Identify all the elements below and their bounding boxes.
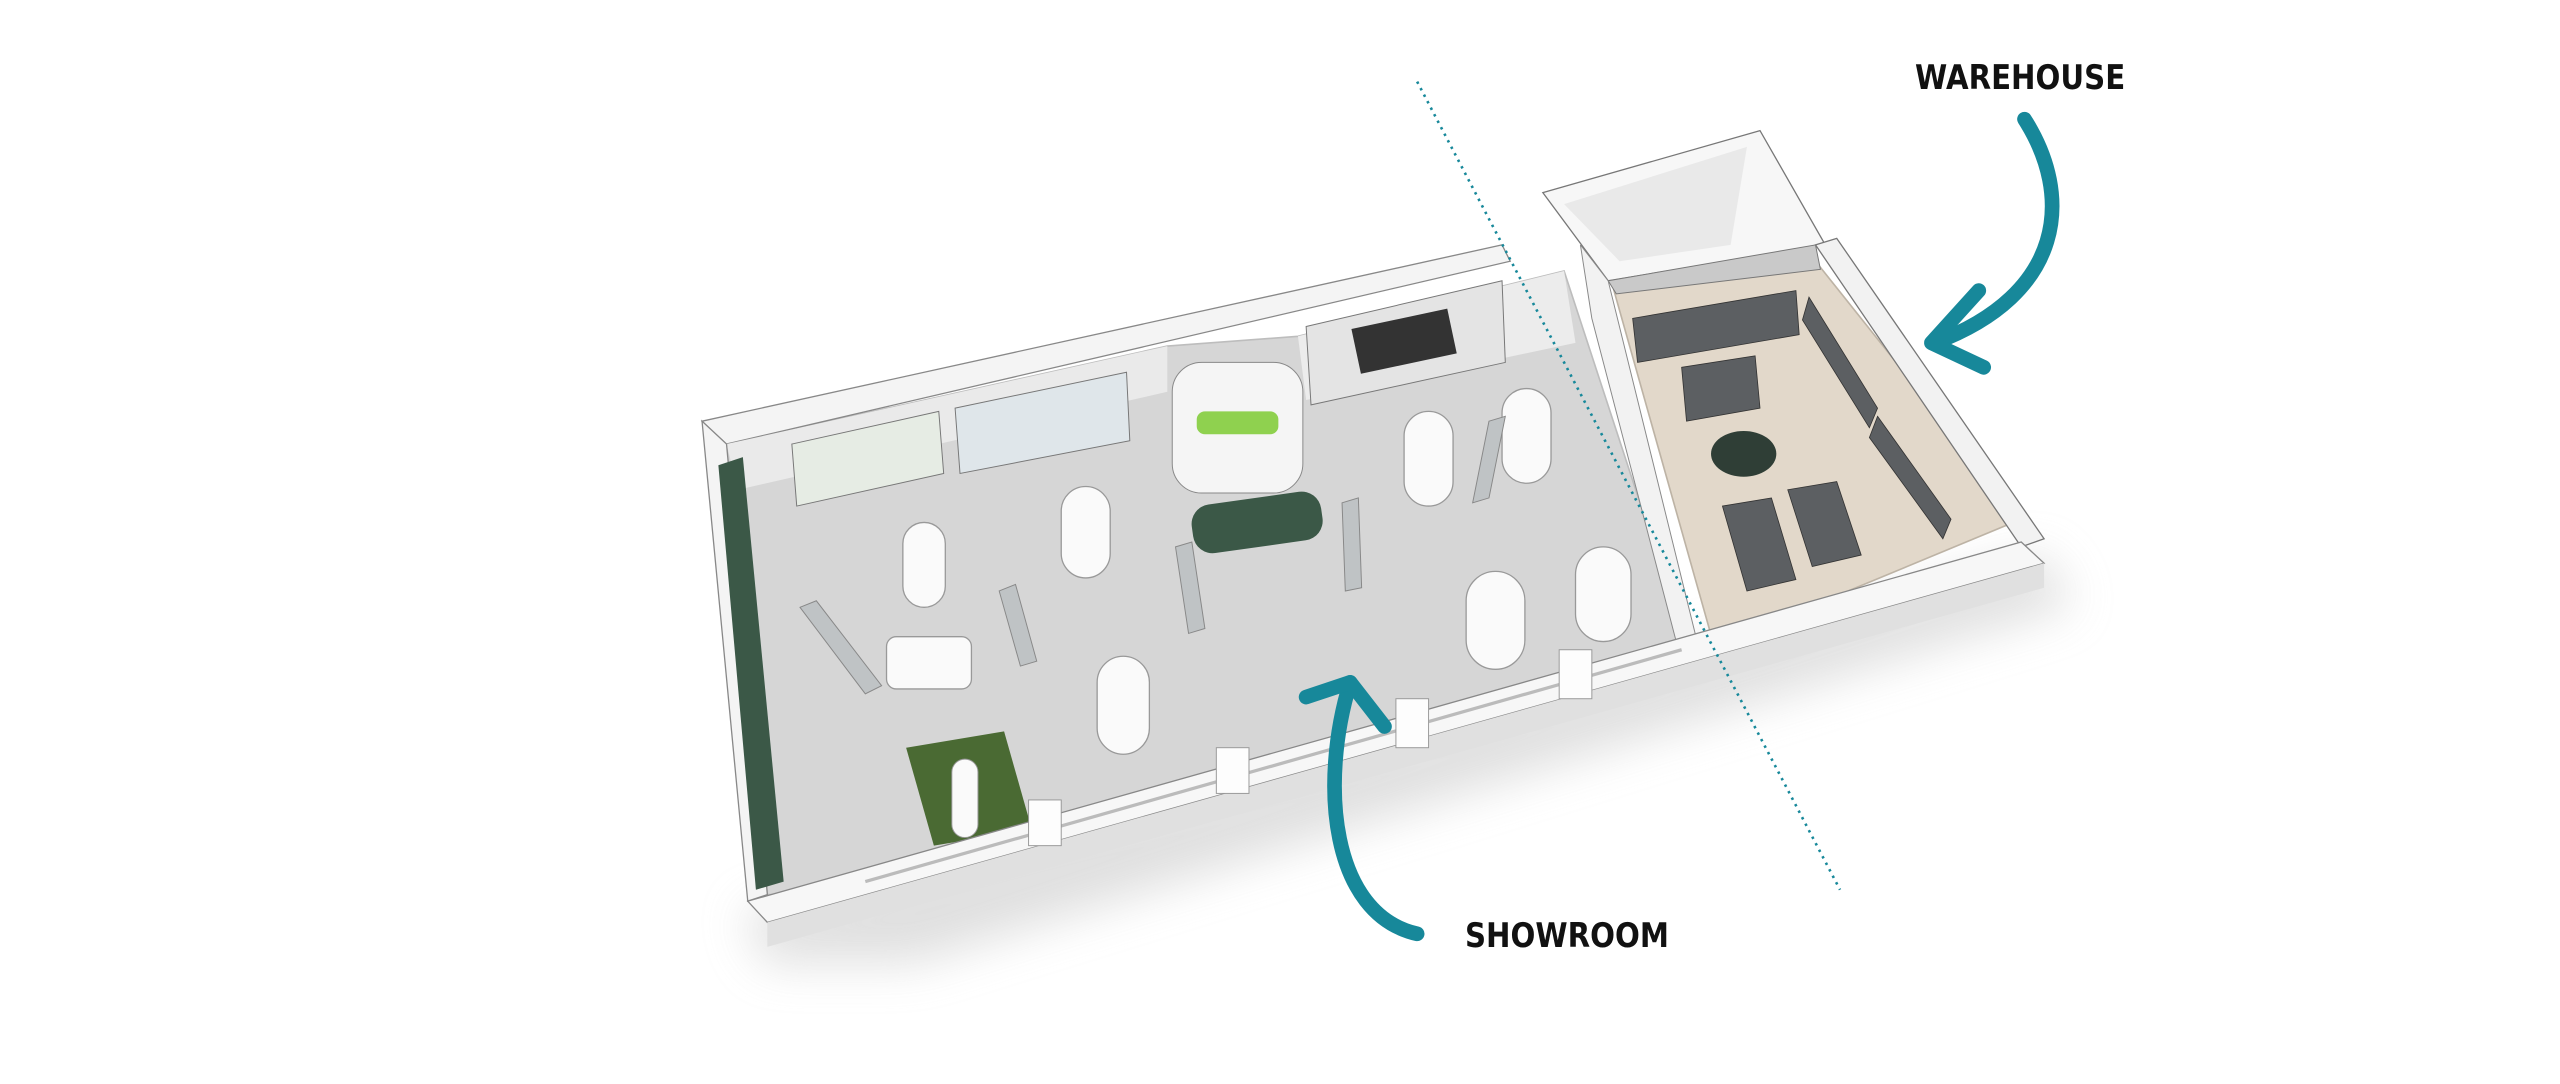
- warehouse-shelving: [1632, 290, 1952, 592]
- feature-wall: [1171, 361, 1304, 494]
- warehouse-right-wall: [1814, 237, 2046, 548]
- warehouse-back-wall: [1607, 244, 1821, 295]
- zone-divider-line: [1415, 81, 1842, 891]
- warehouse-counter: [1711, 430, 1777, 477]
- showroom-arrow-icon: [1298, 675, 1425, 942]
- storeroom-inner: [1564, 146, 1747, 262]
- showroom-label: SHOWROOM: [1465, 916, 1669, 956]
- warehouse-label: WAREHOUSE: [1915, 58, 2126, 98]
- left-green-panel: [718, 457, 784, 890]
- wall-displays: [791, 280, 1506, 507]
- warehouse-arrow-icon: [1924, 111, 2060, 375]
- display-tables: [885, 387, 1632, 755]
- lounge-table: [951, 758, 979, 838]
- window-pillars: [1028, 649, 1593, 847]
- columns: [799, 415, 1506, 695]
- central-counter: [1191, 491, 1323, 554]
